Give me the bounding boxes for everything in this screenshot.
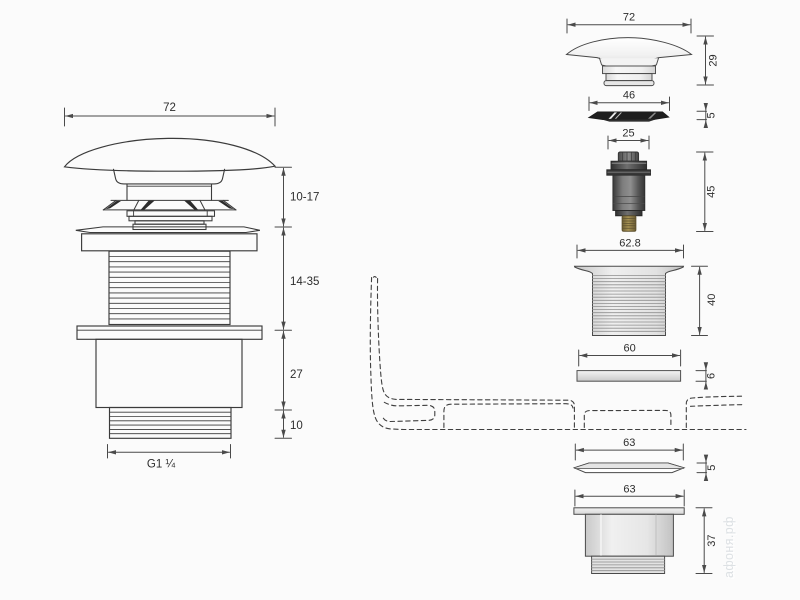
assembled-lower-thread (108, 406, 232, 439)
assembled-view: 72 (63, 102, 319, 471)
basin-cross-section (369, 276, 747, 431)
exploded-cap-dim-width: 72 (566, 12, 692, 34)
assembled-mid-flange (76, 325, 263, 340)
exploded-washer-dim-width: 63 (574, 437, 684, 461)
dim-label-cap-travel: 10-17 (290, 192, 319, 204)
exploded-cartridge-dim-height: 45 (696, 151, 718, 232)
watermark: афоня.рф афоня.рф (722, 516, 737, 579)
threaded-body-threads (592, 275, 666, 332)
dim-label-gasket-width: 60 (623, 343, 635, 355)
dim-label-cartridge-width: 25 (622, 128, 634, 140)
watermark-text: афоня.рф (722, 516, 736, 578)
dim-label-thread-size: G1 ¼ (147, 459, 176, 471)
assembled-dim-thread-size: G1 ¼ (107, 444, 231, 471)
assembled-dim-width: 72 (64, 102, 276, 127)
assembled-cap-neck (112, 168, 226, 185)
assembled-dim-column (274, 166, 292, 439)
dim-label-width: 72 (163, 102, 176, 114)
dim-label-washer-height: 5 (706, 465, 718, 471)
assembled-flange-block (81, 233, 258, 252)
exploded-gasket-dim-width: 60 (578, 343, 682, 367)
assembled-washer-stack (126, 210, 216, 231)
exploded-locknut-dim-width: 63 (574, 483, 685, 507)
assembled-cap (63, 137, 277, 172)
exploded-seal-ring: 46 5 (587, 90, 718, 129)
exploded-threaded-body: 62.8 (573, 238, 718, 336)
locknut-threads (591, 555, 666, 575)
dim-label-washer-width: 63 (623, 437, 635, 449)
dim-label-body-height: 40 (706, 294, 718, 306)
assembled-valve-seat (102, 199, 237, 211)
assembled-flange-dish (75, 226, 261, 234)
exploded-ring-dim-width: 46 (588, 90, 670, 111)
dim-label-lower-thread: 10 (290, 420, 303, 432)
exploded-cartridge-dim-width: 25 (607, 128, 650, 150)
dim-label-body: 27 (290, 369, 303, 381)
assembled-stem (126, 183, 213, 201)
exploded-body-dim-width: 62.8 (576, 238, 684, 259)
exploded-gasket: 60 6 (576, 343, 718, 390)
assembled-body (95, 338, 243, 409)
dim-label-locknut-width: 63 (623, 483, 635, 495)
dim-label-upper-thread: 14-35 (290, 276, 319, 288)
dim-label-cartridge-height: 45 (706, 186, 718, 198)
exploded-cap: 72 29 (565, 12, 720, 87)
exploded-washer: 63 5 (572, 437, 718, 481)
dim-label-ring-width: 46 (623, 90, 635, 102)
dim-label-cap-height: 29 (708, 54, 720, 66)
exploded-locknut: 63 37 (573, 483, 718, 575)
exploded-cartridge: 25 (606, 128, 718, 232)
watermark-shadow: афоня.рф (723, 518, 737, 580)
exploded-body-dim-height: 40 (691, 265, 718, 336)
dim-label-ring-height: 5 (706, 112, 718, 118)
exploded-cap-dim-height: 29 (696, 35, 720, 86)
exploded-view: 72 29 46 (369, 12, 747, 579)
exploded-gasket-dim-height: 6 (695, 362, 718, 390)
exploded-washer-dim-height: 5 (696, 454, 718, 481)
dim-label-body-width: 62.8 (619, 238, 640, 250)
assembled-upper-thread (108, 250, 231, 326)
cartridge-thread-stub (621, 215, 637, 232)
exploded-ring-dim-height: 5 (696, 102, 718, 129)
exploded-locknut-dim-height: 37 (695, 507, 718, 574)
dim-label-gasket-height: 6 (706, 373, 718, 379)
dim-label-locknut-height: 37 (706, 534, 718, 546)
dim-label-cap-width: 72 (623, 12, 635, 24)
